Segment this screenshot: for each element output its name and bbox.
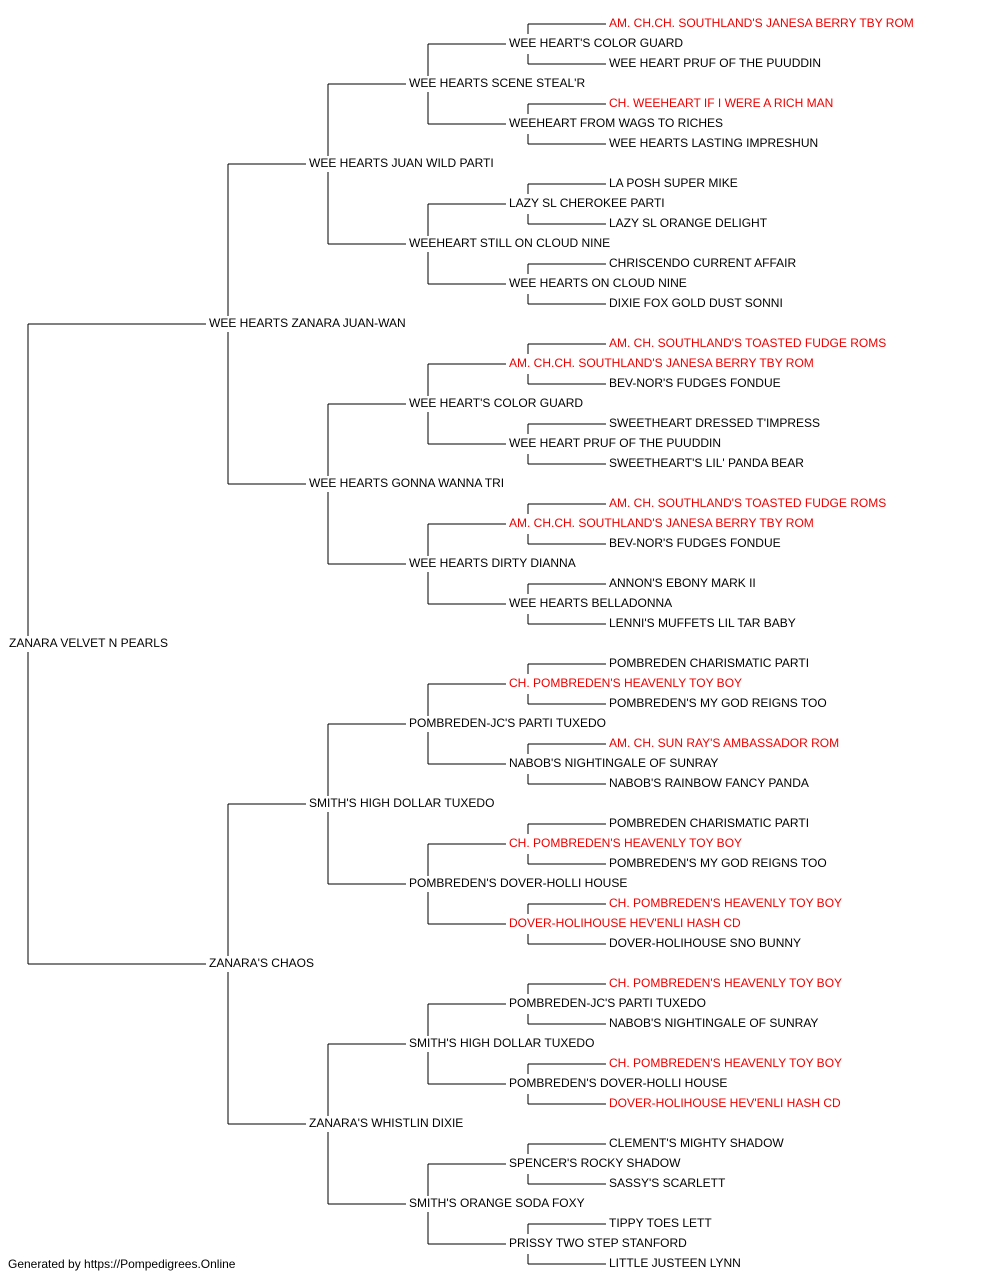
subject-dog-name: ZANARA VELVET N PEARLS <box>8 636 169 650</box>
ancestor-name: LAZY SL CHEROKEE PARTI <box>508 196 666 210</box>
ancestor-name: WEE HEARTS ZANARA JUAN-WAN <box>208 316 407 330</box>
ancestor-name: WEE HEART PRUF OF THE PUUDDIN <box>508 436 723 450</box>
ancestor-name: AM. CH.CH. SOUTHLAND'S JANESA BERRY TBY … <box>608 16 915 30</box>
ancestor-name: CH. WEEHEART IF I WERE A RICH MAN <box>608 96 835 110</box>
ancestor-name: NABOB'S NIGHTINGALE OF SUNRAY <box>508 756 720 770</box>
ancestor-name: POMBREDEN CHARISMATIC PARTI <box>608 816 811 830</box>
ancestor-name: DOVER-HOLIHOUSE SNO BUNNY <box>608 936 803 950</box>
ancestor-name: AM. CH. SOUTHLAND'S TOASTED FUDGE ROMS <box>608 496 888 510</box>
ancestor-name: CH. POMBREDEN'S HEAVENLY TOY BOY <box>508 676 744 690</box>
ancestor-name: WEE HEARTS JUAN WILD PARTI <box>308 156 495 170</box>
ancestor-name: DOVER-HOLIHOUSE HEV'ENLI HASH CD <box>608 1096 842 1110</box>
ancestor-name: DOVER-HOLIHOUSE HEV'ENLI HASH CD <box>508 916 742 930</box>
ancestor-name: ANNON'S EBONY MARK II <box>608 576 757 590</box>
ancestor-name: POMBREDEN'S MY GOD REIGNS TOO <box>608 856 828 870</box>
ancestor-name: WEE HEARTS BELLADONNA <box>508 596 674 610</box>
ancestor-name: SWEETHEART DRESSED T'IMPRESS <box>608 416 822 430</box>
ancestor-name: WEE HEARTS GONNA WANNA TRI <box>308 476 506 490</box>
ancestor-name: WEEHEART STILL ON CLOUD NINE <box>408 236 612 250</box>
ancestor-name: CH. POMBREDEN'S HEAVENLY TOY BOY <box>608 1056 844 1070</box>
ancestor-name: NABOB'S RAINBOW FANCY PANDA <box>608 776 810 790</box>
ancestor-name: CH. POMBREDEN'S HEAVENLY TOY BOY <box>608 896 844 910</box>
ancestor-name: POMBREDEN'S DOVER-HOLLI HOUSE <box>508 1076 729 1090</box>
ancestor-name: SWEETHEART'S LIL' PANDA BEAR <box>608 456 805 470</box>
ancestor-name: AM. CH.CH. SOUTHLAND'S JANESA BERRY TBY … <box>508 516 815 530</box>
ancestor-name: DIXIE FOX GOLD DUST SONNI <box>608 296 784 310</box>
ancestor-name: PRISSY TWO STEP STANFORD <box>508 1236 688 1250</box>
ancestor-name: SMITH'S HIGH DOLLAR TUXEDO <box>308 796 496 810</box>
ancestor-name: WEE HEARTS SCENE STEAL'R <box>408 76 587 90</box>
ancestor-name: AM. CH. SOUTHLAND'S TOASTED FUDGE ROMS <box>608 336 888 350</box>
ancestor-name: AM. CH. SUN RAY'S AMBASSADOR ROM <box>608 736 841 750</box>
ancestor-name: TIPPY TOES LETT <box>608 1216 713 1230</box>
ancestor-name: LITTLE JUSTEEN LYNN <box>608 1256 742 1270</box>
ancestor-name: SMITH'S HIGH DOLLAR TUXEDO <box>408 1036 596 1050</box>
ancestor-name: LENNI'S MUFFETS LIL TAR BABY <box>608 616 797 630</box>
ancestor-name: CHRISCENDO CURRENT AFFAIR <box>608 256 798 270</box>
ancestor-name: LAZY SL ORANGE DELIGHT <box>608 216 769 230</box>
ancestor-name: POMBREDEN'S MY GOD REIGNS TOO <box>608 696 828 710</box>
ancestor-name: NABOB'S NIGHTINGALE OF SUNRAY <box>608 1016 820 1030</box>
ancestor-name: WEEHEART FROM WAGS TO RICHES <box>508 116 725 130</box>
ancestor-name: CLEMENT'S MIGHTY SHADOW <box>608 1136 785 1150</box>
ancestor-name: ZANARA'S WHISTLIN DIXIE <box>308 1116 465 1130</box>
ancestor-name: WEE HEART PRUF OF THE PUUDDIN <box>608 56 823 70</box>
ancestor-name: WEE HEARTS LASTING IMPRESHUN <box>608 136 820 150</box>
ancestor-name: SASSY'S SCARLETT <box>608 1176 727 1190</box>
ancestor-name: BEV-NOR'S FUDGES FONDUE <box>608 536 782 550</box>
ancestor-name: POMBREDEN-JC'S PARTI TUXEDO <box>508 996 707 1010</box>
ancestor-name: BEV-NOR'S FUDGES FONDUE <box>608 376 782 390</box>
ancestor-name: POMBREDEN CHARISMATIC PARTI <box>608 656 811 670</box>
ancestor-name: WEE HEARTS DIRTY DIANNA <box>408 556 577 570</box>
ancestor-name: WEE HEARTS ON CLOUD NINE <box>508 276 688 290</box>
ancestor-name: WEE HEART'S COLOR GUARD <box>508 36 685 50</box>
ancestor-name: CH. POMBREDEN'S HEAVENLY TOY BOY <box>508 836 744 850</box>
ancestor-name: WEE HEART'S COLOR GUARD <box>408 396 585 410</box>
ancestor-name: POMBREDEN-JC'S PARTI TUXEDO <box>408 716 607 730</box>
ancestor-name: SPENCER'S ROCKY SHADOW <box>508 1156 682 1170</box>
ancestor-name: CH. POMBREDEN'S HEAVENLY TOY BOY <box>608 976 844 990</box>
ancestor-name: SMITH'S ORANGE SODA FOXY <box>408 1196 586 1210</box>
ancestor-name: POMBREDEN'S DOVER-HOLLI HOUSE <box>408 876 629 890</box>
ancestor-name: AM. CH.CH. SOUTHLAND'S JANESA BERRY TBY … <box>508 356 815 370</box>
generated-by-footer: Generated by https://Pompedigrees.Online <box>8 1257 236 1271</box>
ancestor-name: ZANARA'S CHAOS <box>208 956 315 970</box>
ancestor-name: LA POSH SUPER MIKE <box>608 176 739 190</box>
